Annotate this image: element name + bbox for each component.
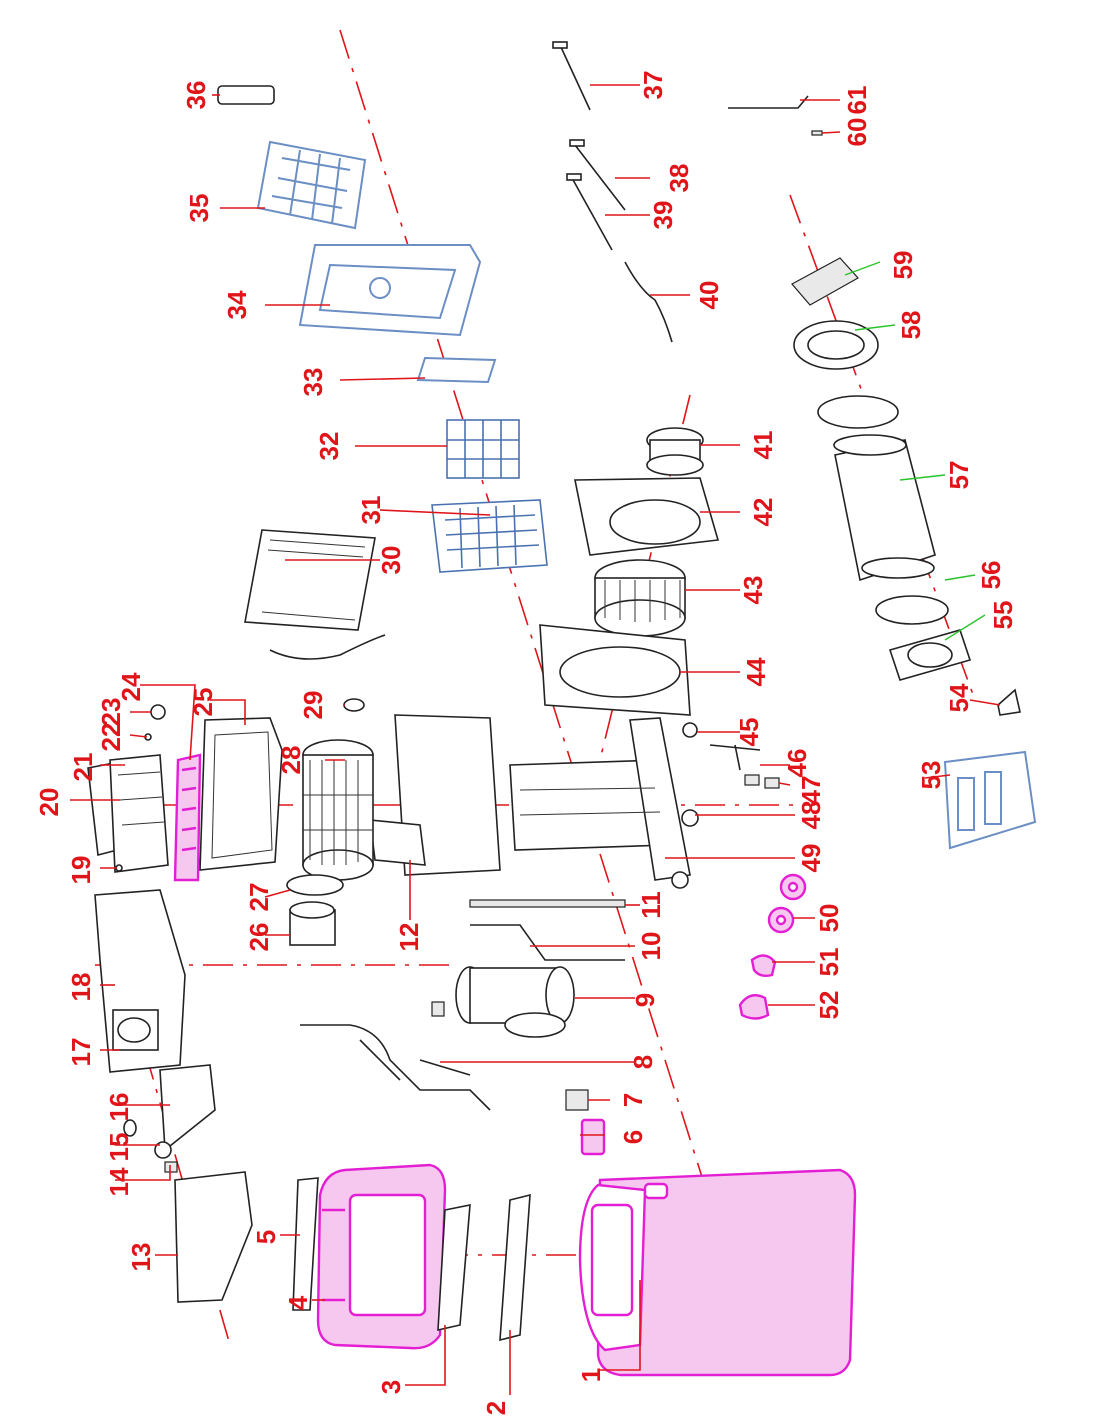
part-label-34: 34 — [222, 290, 252, 319]
part-label-58: 58 — [896, 311, 926, 340]
part-label-26: 26 — [244, 923, 274, 952]
part-label-37: 37 — [638, 71, 668, 100]
part-label-56: 56 — [976, 561, 1006, 590]
water-pump-parts-50-52 — [738, 873, 807, 1020]
part-label-50: 50 — [814, 904, 844, 933]
part-label-16: 16 — [104, 1093, 134, 1122]
part-label-32: 32 — [314, 432, 344, 461]
filter-frame-part-35 — [256, 140, 367, 230]
part-label-38: 38 — [664, 164, 694, 193]
part-label-39: 39 — [648, 201, 678, 230]
part-label-46: 46 — [782, 749, 812, 778]
part-label-57: 57 — [944, 461, 974, 490]
part-label-18: 18 — [66, 973, 96, 1002]
part-label-55: 55 — [988, 601, 1018, 630]
part-label-15: 15 — [104, 1133, 134, 1162]
front-panel-part-1 — [578, 1168, 857, 1377]
filter-part-32 — [446, 419, 520, 479]
part-label-25: 25 — [188, 688, 218, 717]
part-label-54: 54 — [944, 683, 974, 712]
part-label-42: 42 — [748, 498, 778, 527]
part-label-48: 48 — [796, 801, 826, 830]
part-label-41: 41 — [748, 431, 778, 460]
part-label-44: 44 — [741, 657, 771, 686]
part-label-1: 1 — [576, 1368, 606, 1382]
part-label-52: 52 — [814, 991, 844, 1020]
part-label-30: 30 — [376, 546, 406, 575]
part-label-53: 53 — [916, 761, 946, 790]
part-label-6: 6 — [618, 1130, 648, 1144]
part-label-33: 33 — [298, 368, 328, 397]
bracket-part-33 — [416, 356, 497, 384]
part-label-60: 60 — [842, 118, 872, 147]
part-label-28: 28 — [276, 746, 306, 775]
front-frame-part-4 — [316, 1163, 447, 1350]
part-label-10: 10 — [636, 932, 666, 961]
part-label-19: 19 — [66, 856, 96, 885]
top-cover-part-34 — [298, 244, 482, 337]
part-label-61: 61 — [842, 86, 872, 115]
part-label-14: 14 — [104, 1167, 134, 1196]
assembly-axes — [95, 29, 976, 1346]
part-label-17: 17 — [66, 1038, 96, 1067]
part-label-23: 23 — [96, 698, 126, 727]
part-label-27: 27 — [244, 883, 274, 912]
part-label-45: 45 — [734, 718, 764, 747]
display-board-part-6 — [580, 1118, 606, 1156]
part-label-31: 31 — [356, 496, 386, 525]
part-label-29: 29 — [298, 691, 328, 720]
black-parts — [87, 41, 1021, 1342]
part-label-40: 40 — [694, 281, 724, 310]
part-label-21: 21 — [68, 753, 98, 782]
part-label-9: 9 — [630, 993, 660, 1007]
part-label-7: 7 — [618, 1093, 648, 1107]
part-label-24: 24 — [116, 672, 146, 701]
part-label-43: 43 — [738, 576, 768, 605]
drain-cover-part-53 — [943, 750, 1037, 850]
part-label-2: 2 — [481, 1401, 511, 1415]
part-label-35: 35 — [184, 194, 214, 223]
rear-grille-part-31 — [431, 499, 548, 573]
part-label-11: 11 — [636, 891, 666, 919]
part-label-59: 59 — [888, 251, 918, 280]
part-label-3: 3 — [376, 1380, 406, 1394]
part-label-13: 13 — [126, 1243, 156, 1272]
part-label-22: 22 — [96, 723, 126, 752]
part-labels: 1 2 3 4 5 6 7 8 9 10 11 12 13 14 15 16 1… — [34, 71, 1018, 1416]
part-label-49: 49 — [796, 844, 826, 873]
part-label-4: 4 — [283, 1295, 313, 1310]
part-label-51: 51 — [814, 948, 844, 977]
part-label-47: 47 — [796, 776, 826, 805]
part-label-20: 20 — [34, 788, 64, 817]
part-label-12: 12 — [394, 923, 424, 952]
part-label-8: 8 — [628, 1055, 658, 1069]
part-label-36: 36 — [181, 81, 211, 110]
leader-lines — [70, 84, 1001, 1395]
part-label-5: 5 — [251, 1230, 281, 1244]
